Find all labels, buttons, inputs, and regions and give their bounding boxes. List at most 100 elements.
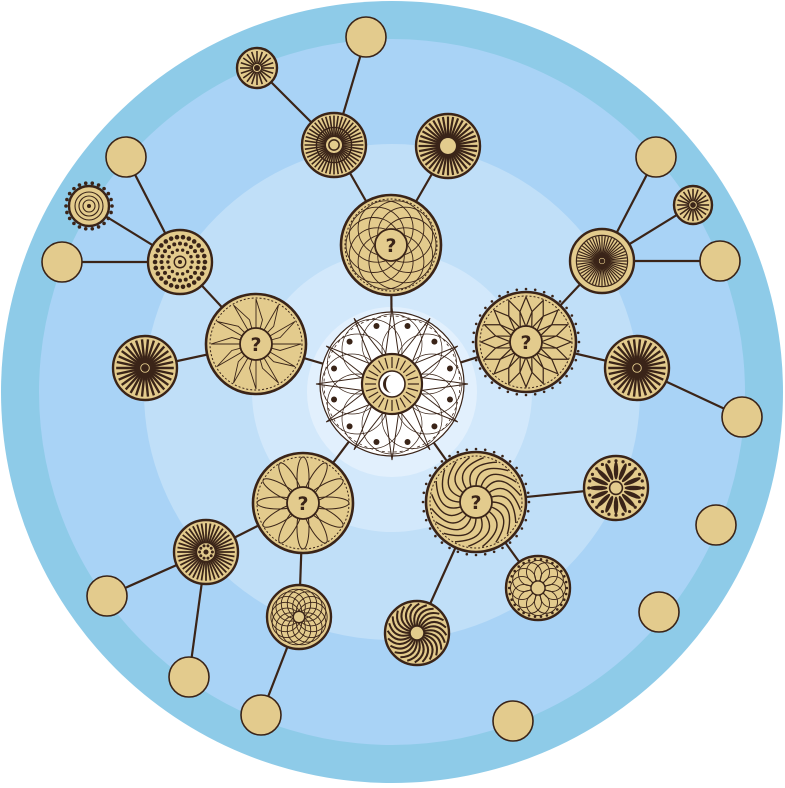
pattern-dot [508, 460, 512, 463]
empty-leaf-node[interactable] [695, 504, 737, 546]
empty-leaf-node[interactable] [721, 396, 763, 438]
dotted-disc-icon[interactable] [146, 228, 214, 296]
pattern-dot [478, 367, 482, 370]
mandala-border [209, 297, 303, 391]
lattice-mandala-icon[interactable]: ? [471, 287, 581, 397]
pattern-ray [612, 350, 634, 367]
empty-leaf-node[interactable] [41, 241, 83, 283]
mandala-line [538, 324, 570, 337]
pattern-dot [588, 479, 592, 483]
pattern-ray [384, 399, 389, 411]
petal-mandala-icon[interactable]: ? [251, 451, 355, 555]
pattern-dot [515, 288, 519, 292]
pattern-ray [257, 51, 264, 65]
locked-question-mark: ? [470, 492, 481, 514]
pattern-dot [490, 300, 494, 303]
ray-disc-icon[interactable] [111, 334, 179, 402]
pattern-dot [185, 269, 190, 274]
pattern-ray [339, 149, 357, 165]
pattern-ray [140, 372, 146, 397]
pattern-ray [456, 134, 477, 144]
pattern-ray [639, 370, 658, 391]
pattern-ray [457, 146, 478, 153]
pattern-dot [185, 250, 190, 255]
empty-leaf-node[interactable] [492, 700, 534, 742]
pattern-dot [628, 462, 632, 467]
pattern-ray [638, 371, 653, 394]
pattern-ray [640, 355, 664, 368]
pattern-ray [641, 360, 666, 369]
pattern-ray [335, 116, 344, 138]
pattern-ray [196, 560, 204, 580]
pattern-ray [424, 126, 442, 141]
pattern-dot [517, 608, 521, 611]
pattern-ray [610, 368, 634, 381]
pattern-ray [317, 151, 331, 171]
flower-disc-icon[interactable] [265, 583, 333, 651]
pattern-ring [78, 195, 100, 217]
lock-badge [374, 228, 408, 262]
pattern-ray [304, 140, 327, 145]
pattern-dot [533, 615, 537, 618]
disc-core [599, 258, 605, 264]
pattern-ray [146, 342, 161, 365]
empty-leaf-node[interactable] [345, 16, 387, 58]
burst-disc-icon[interactable] [603, 334, 671, 402]
striped-disc-icon[interactable] [300, 111, 368, 179]
small-ray-disc-icon[interactable] [672, 184, 714, 226]
starburst-disc-icon[interactable] [414, 112, 482, 180]
pattern-petal [589, 485, 608, 491]
pattern-dot [209, 554, 213, 558]
small-dotted-disc-icon[interactable] [64, 181, 114, 231]
sunburst-disc-icon[interactable] [568, 227, 636, 295]
pattern-ray [589, 239, 601, 259]
pattern-ray [577, 261, 600, 269]
pattern-ray [209, 560, 220, 579]
pattern-dot [555, 565, 559, 568]
empty-leaf-node[interactable] [105, 136, 147, 178]
pattern-dot [175, 272, 179, 276]
pattern-ray [188, 528, 202, 545]
swirl-disc-icon[interactable] [383, 599, 451, 667]
pattern-dot [614, 459, 618, 463]
pattern-dot [498, 386, 501, 390]
petal-disc-icon[interactable] [582, 454, 650, 522]
small-ray-disc-icon[interactable] [235, 46, 279, 90]
pattern-ring [292, 591, 323, 622]
star-mandala-icon[interactable]: ? [339, 193, 443, 297]
pattern-ray [610, 355, 634, 368]
pattern-ray [626, 340, 637, 364]
pattern-dot [492, 450, 496, 454]
pattern-dot [186, 236, 192, 241]
locked-question-mark: ? [520, 332, 531, 354]
empty-leaf-node[interactable] [168, 656, 210, 698]
empty-leaf-node[interactable] [240, 694, 282, 736]
empty-leaf-node[interactable] [699, 240, 741, 282]
flower-star-mandala-icon[interactable]: ? [204, 292, 308, 396]
pattern-ray [134, 372, 145, 396]
center-node[interactable] [315, 307, 469, 461]
pattern-swirl [423, 633, 438, 656]
empty-leaf-node[interactable] [635, 136, 677, 178]
pattern-ring [82, 199, 96, 213]
pattern-dot [110, 204, 114, 208]
lace-disc-icon[interactable] [504, 554, 572, 622]
pattern-dot [72, 221, 76, 226]
pattern-dot [465, 448, 469, 452]
pattern-ray [693, 189, 699, 202]
disc-core [608, 480, 624, 496]
pattern-swirl [422, 625, 448, 636]
spiral-mandala-icon[interactable]: ? [421, 447, 531, 557]
pattern-ray [453, 152, 468, 170]
center-petal [384, 307, 400, 355]
pattern-ray [321, 151, 332, 173]
center-dot [446, 365, 453, 372]
pattern-ray [120, 350, 142, 367]
rose-disc-icon[interactable] [172, 518, 240, 586]
pattern-dot [155, 248, 161, 253]
empty-leaf-node[interactable] [86, 575, 128, 617]
empty-leaf-node[interactable] [638, 591, 680, 633]
pattern-dot [190, 260, 194, 264]
pattern-ray [368, 369, 379, 377]
